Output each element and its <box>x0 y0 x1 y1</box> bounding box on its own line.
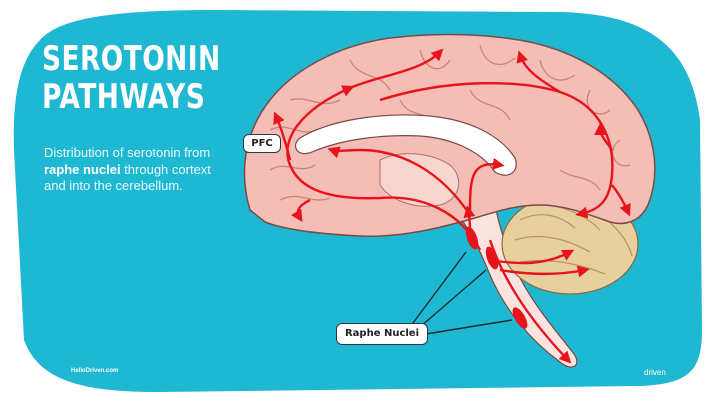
raphe-nucleus-2 <box>485 246 499 270</box>
pfc-label: PFC <box>243 134 281 153</box>
description-prefix: Distribution of serotonin from <box>44 145 211 160</box>
raphe-nuclei-label: Raphe Nuclei <box>336 323 428 345</box>
corpus-callosum <box>295 114 517 176</box>
serotonin-pathway-arrows <box>273 48 631 364</box>
description: Distribution of serotonin from raphe nuc… <box>44 145 234 195</box>
website-footer: HelloDriven.com <box>71 368 119 374</box>
raphe-leader-lines <box>409 251 513 335</box>
brand-logo: driven <box>644 368 666 377</box>
description-bold: raphe nuclei <box>44 161 121 177</box>
title-line-1: SEROTONIN <box>42 39 221 79</box>
page-title: SEROTONIN PATHWAYS <box>42 40 221 116</box>
raphe-nucleus-3 <box>512 307 528 329</box>
title-line-2: PATHWAYS <box>42 77 206 117</box>
description-suffix: through cortext and into the cerebellum. <box>44 161 211 194</box>
